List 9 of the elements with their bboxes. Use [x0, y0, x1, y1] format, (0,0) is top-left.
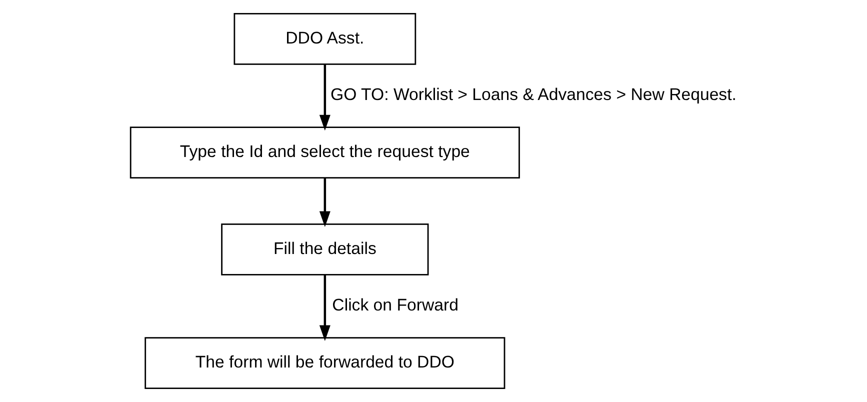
node-box: The form will be forwarded to DDO	[144, 337, 505, 389]
edge-label: Click on Forward	[332, 296, 458, 315]
node-box: Fill the details	[220, 223, 428, 276]
node-box: DDO Asst.	[233, 13, 416, 65]
node-box: Type the Id and select the request type	[129, 126, 520, 179]
arrow	[318, 64, 330, 131]
edge-label: GO TO: Worklist > Loans & Advances > New Request.	[330, 85, 736, 104]
arrow	[318, 178, 330, 227]
arrow	[318, 274, 330, 342]
